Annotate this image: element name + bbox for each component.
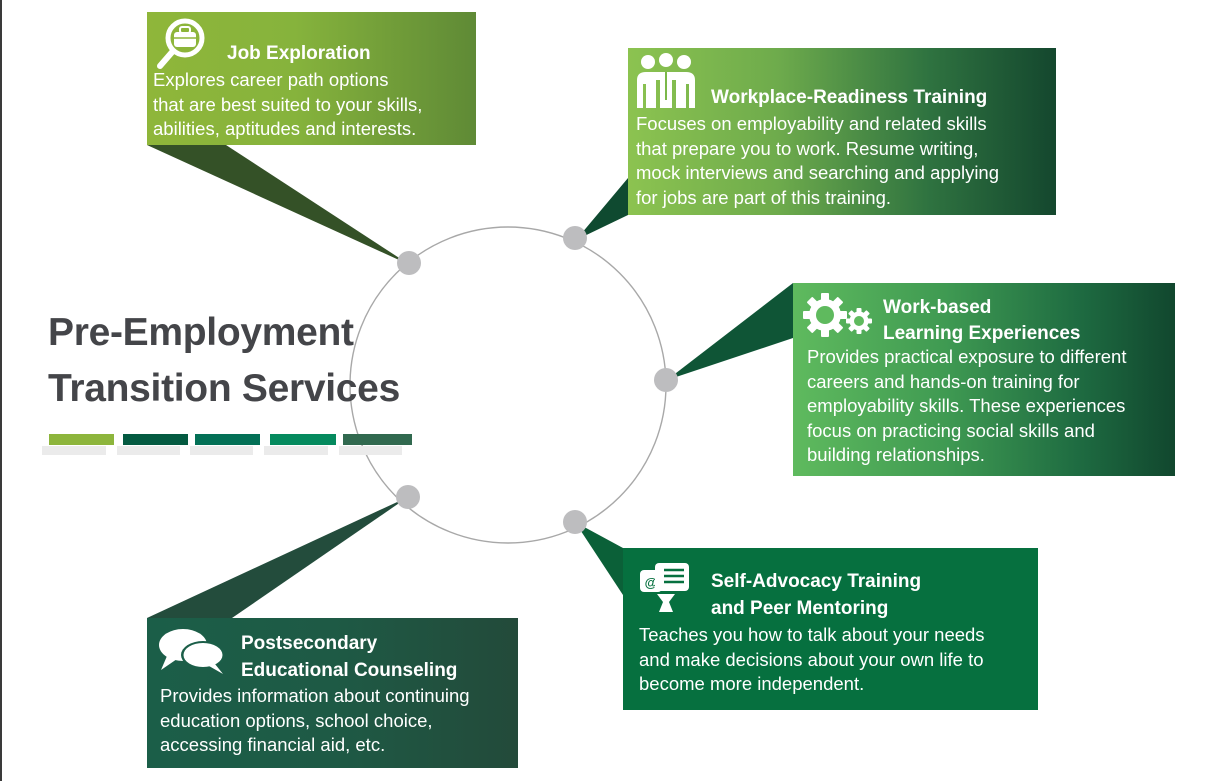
service-title: Workplace-Readiness Training	[711, 87, 988, 108]
title-line: Educational Counseling	[241, 660, 458, 681]
description-line: careers and hands-on training for	[807, 370, 1080, 392]
service-description: Provides practical exposure to different…	[807, 345, 1126, 468]
description-line: accessing financial aid, etc.	[160, 734, 386, 755]
pointer-self-advocacy	[575, 522, 623, 595]
service-title: Postsecondary Educational Counseling	[241, 630, 511, 684]
description-line: for jobs are part of this training.	[636, 186, 892, 208]
chat-mentor-icon: @	[639, 562, 691, 619]
node-workplace-readiness	[563, 226, 587, 250]
description-line: Provides information about continuing	[160, 685, 470, 706]
pointer-work-based-learning	[667, 283, 793, 380]
pointer-postsecondary	[147, 497, 408, 618]
description-line: abilities, aptitudes and interests.	[153, 118, 417, 139]
accent-bar-shadow	[117, 446, 180, 455]
service-card-postsecondary-counseling: Postsecondary Educational Counseling Pro…	[147, 618, 518, 768]
service-card-job-exploration: Job Exploration Explores career path opt…	[147, 12, 476, 145]
node-postsecondary	[396, 485, 420, 509]
page-left-border	[0, 0, 2, 781]
service-title: Work-based Learning Experiences	[883, 295, 1153, 347]
description-line: become more independent.	[639, 673, 865, 694]
pointer-workplace-readiness	[576, 178, 628, 240]
service-description: Provides information about continuing ed…	[160, 684, 470, 758]
service-title: Self-Advocacy Training and Peer Mentorin…	[711, 568, 1011, 622]
gears-icon	[803, 291, 873, 344]
people-group-icon	[634, 50, 698, 115]
description-line: building relationships.	[807, 444, 985, 465]
description-line: Explores career path options	[153, 69, 389, 90]
page-title-line-2: Transition Services	[48, 367, 400, 410]
page-title: Pre-Employment Transition Services	[48, 305, 400, 417]
title-line: Postsecondary	[241, 633, 378, 654]
title-line: Work-based	[883, 297, 992, 318]
description-line: Focuses on employability and related ski…	[636, 113, 987, 134]
service-card-workplace-readiness: Workplace-Readiness Training Focuses on …	[628, 48, 1056, 215]
description-line: education options, school choice,	[160, 709, 433, 731]
description-line: Teaches you how to talk about your needs	[639, 624, 985, 645]
accent-bar-shadow	[264, 446, 328, 455]
title-line: and Peer Mentoring	[711, 598, 889, 619]
accent-bar-3	[195, 434, 260, 445]
accent-bar-5	[343, 434, 412, 445]
service-card-work-based-learning: Work-based Learning Experiences Provides…	[793, 283, 1175, 476]
description-line: that are best suited to your skills,	[153, 93, 423, 115]
pointer-job-exploration	[147, 145, 410, 265]
service-card-self-advocacy: @ Self-Advocacy Training and Peer Mentor…	[623, 548, 1038, 710]
node-job-exploration	[397, 251, 421, 275]
accent-bar-shadow	[190, 446, 253, 455]
description-line: employability skills. These experiences	[807, 395, 1126, 416]
description-line: Provides practical exposure to different	[807, 346, 1127, 367]
service-description: Focuses on employability and related ski…	[636, 112, 999, 210]
title-line: Learning Experiences	[883, 323, 1081, 344]
title-line: Self-Advocacy Training	[711, 571, 922, 592]
accent-bar-4	[270, 434, 336, 445]
service-title: Job Exploration	[227, 43, 371, 64]
node-work-based-learning	[654, 368, 678, 392]
accent-bar-1	[49, 434, 114, 445]
description-line: that prepare you to work. Resume writing…	[636, 137, 979, 159]
description-line: focus on practicing social skills and	[807, 419, 1095, 441]
page-title-line-1: Pre-Employment	[48, 311, 354, 354]
node-self-advocacy	[563, 510, 587, 534]
description-line: and make decisions about your own life t…	[639, 648, 984, 670]
service-description: Teaches you how to talk about your needs…	[639, 623, 985, 697]
magnifier-briefcase-icon	[155, 16, 211, 79]
accent-bar-2	[123, 434, 188, 445]
svg-text:@: @	[645, 575, 658, 590]
description-line: mock interviews and searching and applyi…	[636, 162, 1000, 183]
service-description: Explores career path options that are be…	[153, 68, 422, 142]
speech-bubbles-icon	[157, 626, 229, 679]
accent-bar-shadow	[42, 446, 106, 455]
accent-bar-shadow	[339, 446, 402, 455]
